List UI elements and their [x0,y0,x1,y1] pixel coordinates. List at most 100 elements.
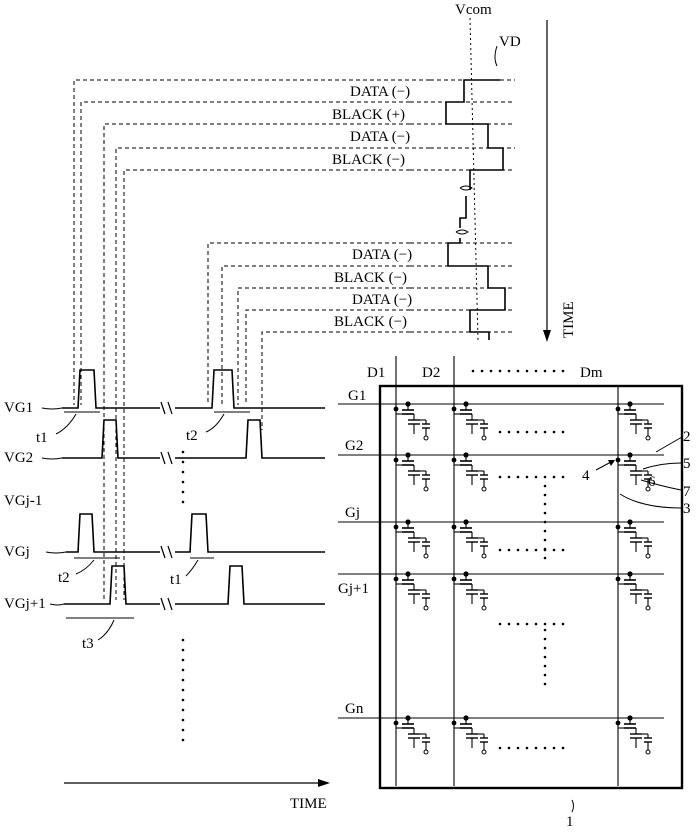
ref-7: 7 [683,484,691,500]
matrix-dot [535,623,538,626]
gate-lines [338,404,664,718]
matrix-continuation-dots [499,431,565,750]
matrix-dot [562,549,565,552]
matrix-dot [544,521,547,524]
t1-label-a: t1 [36,430,48,446]
data-line-d1-label: D1 [367,365,385,381]
ref-5: 5 [683,456,691,472]
vd-waveform-upper [446,80,503,190]
waveform-label-data-3: DATA (−) [352,247,412,263]
matrix-dot [526,623,529,626]
pixel-cell [394,571,430,610]
waveform-break-2 [456,230,468,234]
matrix-dot [544,747,547,750]
matrix-dot [553,476,556,479]
pixel-cell [452,519,488,558]
matrix-dot [526,476,529,479]
matrix-dot [544,539,547,542]
matrix-dot [508,431,511,434]
matrix-dot [508,549,511,552]
waveform-label-black-4: BLACK (−) [334,314,407,330]
matrix-dot [553,549,556,552]
matrix-dot [517,476,520,479]
waveform-level-lines [410,80,515,332]
matrix-dot [508,623,511,626]
pixel-cell [452,452,488,491]
gate-line-g2-label: G2 [345,438,363,454]
panel-outline [380,386,682,788]
matrix-dot [508,747,511,750]
vd-waveform-section: Vcom VD DATA (−) BLACK (+) DATA (−) [332,2,577,342]
matrix-dot [526,747,529,750]
time-arrowhead-horizontal [318,779,330,787]
pixel-cell [452,401,488,440]
vd-label: VD [499,34,521,50]
matrix-dot [517,431,520,434]
pixel-cell [452,715,488,754]
matrix-dot [544,623,547,626]
pixel-cell [394,715,430,754]
data-line-dots [472,370,565,373]
matrix-dot [499,549,502,552]
waveform-label-data-4: DATA (−) [352,292,412,308]
vg2-pulse-1 [62,420,160,458]
matrix-dot [544,638,547,641]
vgj-plus-1-label: VGj+1 [4,596,46,612]
time-label-vertical: TIME [561,301,577,338]
time-label-horizontal: TIME [290,796,327,812]
pixel-cell [616,715,652,754]
gate-line-gn-label: Gn [345,701,364,717]
matrix-dot [499,476,502,479]
gate-line-gj1-label: Gj+1 [338,581,369,597]
matrix-dot [544,548,547,551]
pixel-cell [394,401,430,440]
matrix-dot [544,656,547,659]
ref-3: 3 [683,501,691,517]
data-lines [396,356,618,786]
time-arrowhead-vertical [543,330,551,342]
continuation-dots [182,451,185,742]
pixel-cell [394,452,430,491]
matrix-dot [544,431,547,434]
matrix-dot [562,431,565,434]
t1-label-b: t1 [170,572,182,588]
matrix-dot [517,623,520,626]
gate-pulse-section: VG1 VG2 VGj-1 VGj VGj+1 [4,370,330,812]
matrix-dot [544,629,547,632]
matrix-dot [499,623,502,626]
vgj1-pulse-1 [64,566,160,604]
ref-4: 4 [582,468,590,484]
matrix-dot [544,674,547,677]
lcd-panel: D1 D2 Dm G1 G2 Gj Gj+1 Gn [338,356,691,830]
matrix-dot [535,431,538,434]
matrix-dot [544,503,547,506]
data-line-dm-label: Dm [580,365,603,381]
t3-label: t3 [82,636,94,652]
matrix-dot [544,683,547,686]
vd-leader [495,46,497,66]
vg2-label: VG2 [4,450,33,466]
vd-waveform-mid [460,196,466,228]
panel-ref-1: 1 [566,814,574,830]
matrix-dot [553,747,556,750]
data-line-d2-label: D2 [422,365,440,381]
matrix-dot [499,431,502,434]
pixel-cell [616,401,652,440]
vg1-pulse-2 [175,370,325,408]
t2-label-b: t2 [58,570,70,586]
pixel-cell [616,571,652,610]
vgj1-pulse-2 [175,566,325,604]
matrix-dot [562,623,565,626]
matrix-dot [526,549,529,552]
vgj-pulse-1 [66,514,160,552]
pixel-cell [452,571,488,610]
ref-2: 2 [683,429,691,445]
matrix-dot [526,431,529,434]
vcom-line [470,18,478,340]
vcom-label: Vcom [455,2,492,18]
gate-line-gj-label: Gj [345,505,360,521]
matrix-dot [517,747,520,750]
matrix-dot [562,747,565,750]
vgj-minus-1-label: VGj-1 [4,493,42,509]
